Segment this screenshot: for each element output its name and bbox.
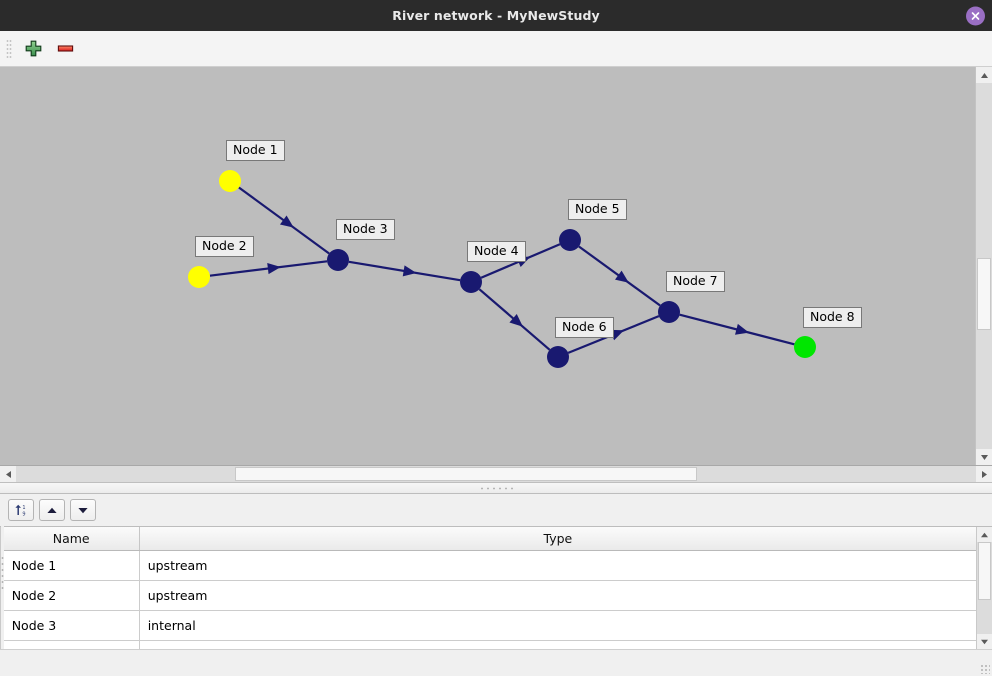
graph-node-label-node-5[interactable]: Node 5 <box>568 199 627 220</box>
plus-icon <box>25 40 41 57</box>
node-table-cell[interactable]: Node 3 <box>3 610 140 641</box>
graph-edge-arrow <box>279 215 294 228</box>
node-column-header[interactable]: Name <box>3 527 140 551</box>
arrow-down-icon <box>78 507 88 513</box>
close-button[interactable] <box>966 6 985 25</box>
graph-edge-arrow <box>402 265 417 277</box>
graph-node-node-5[interactable] <box>559 229 581 251</box>
close-icon <box>971 11 980 20</box>
node-table-scrollbar[interactable] <box>976 527 992 649</box>
graph-hscroll-thumb[interactable] <box>235 467 697 481</box>
graph-node-label-node-8[interactable]: Node 8 <box>803 307 862 328</box>
node-column-header[interactable]: Type <box>139 527 977 551</box>
svg-text:9: 9 <box>22 511 25 517</box>
chevron-right-icon <box>981 470 987 478</box>
node-table-cell[interactable]: Node 1 <box>3 550 140 581</box>
graph-horizontal-scrollbar[interactable] <box>0 466 992 483</box>
node-move-down-button[interactable] <box>69 499 96 521</box>
graph-edge-arrow <box>509 314 523 327</box>
sort-ascending-icon: 1 9 <box>15 504 25 517</box>
graph-vscroll-thumb[interactable] <box>977 258 991 330</box>
node-sort-button[interactable]: 1 9 <box>7 499 34 521</box>
node-table-cell[interactable]: upstream <box>139 580 977 611</box>
graph-node-node-6[interactable] <box>547 346 569 368</box>
scroll-up-button[interactable] <box>976 67 992 84</box>
graph-edge-arrow <box>615 270 629 283</box>
status-bar <box>0 649 992 676</box>
node-table-cell[interactable]: upstream <box>139 550 977 581</box>
minus-icon <box>57 45 73 52</box>
graph-edge-arrow <box>267 263 281 275</box>
river-network-graph[interactable]: Node 1 Node 2 Node 3 Node 4 Node 5 Node 6 Node… <box>0 67 992 466</box>
add-node-button[interactable] <box>17 34 49 64</box>
toolbar-drag-handle[interactable] <box>6 38 12 59</box>
chevron-up-icon <box>980 72 988 78</box>
node-move-up-button[interactable] <box>38 499 65 521</box>
remove-node-button[interactable] <box>49 34 81 64</box>
window-title: River network - MyNewStudy <box>392 8 600 23</box>
window-resize-grip[interactable] <box>980 664 990 674</box>
node-table-cell[interactable]: Node 4 <box>3 640 140 649</box>
node-table-cell[interactable]: internal <box>139 640 977 649</box>
graph-node-node-4[interactable] <box>460 271 482 293</box>
bottom-panes: 1 9 NameNode1No <box>0 494 992 649</box>
graph-node-node-1[interactable] <box>219 170 241 192</box>
graph-node-label-node-1[interactable]: Node 1 <box>226 140 285 161</box>
chevron-down-icon <box>980 454 988 460</box>
branch-table-scrollbar[interactable] <box>0 527 1 649</box>
graph-canvas[interactable]: Node 1 Node 2 Node 3 Node 4 Node 5 Node 6 Node… <box>0 67 992 465</box>
svg-text:1: 1 <box>22 505 25 511</box>
main-toolbar <box>0 31 992 67</box>
graph-node-node-7[interactable] <box>658 301 680 323</box>
node-scroll-down-button[interactable] <box>977 634 992 649</box>
arrow-up-icon <box>47 507 57 513</box>
node-toolbar: 1 9 <box>4 494 992 526</box>
scroll-left-button[interactable] <box>0 466 17 482</box>
graph-node-label-node-4[interactable]: Node 4 <box>467 241 526 262</box>
vertical-splitter[interactable] <box>0 494 4 649</box>
node-scroll-up-button[interactable] <box>977 527 992 542</box>
splitter-grip <box>479 486 513 490</box>
graph-vertical-scrollbar[interactable] <box>975 67 992 465</box>
chevron-up-icon <box>981 532 989 537</box>
graph-node-label-node-6[interactable]: Node 6 <box>555 317 614 338</box>
chevron-left-icon <box>5 470 11 478</box>
graph-node-label-node-2[interactable]: Node 2 <box>195 236 254 257</box>
node-scroll-track[interactable] <box>977 542 992 634</box>
title-bar: River network - MyNewStudy <box>0 0 992 31</box>
graph-node-node-2[interactable] <box>188 266 210 288</box>
scroll-right-button[interactable] <box>975 466 992 482</box>
node-table-cell[interactable]: internal <box>139 610 977 641</box>
splitter-grip <box>0 554 4 589</box>
node-table-cell[interactable]: Node 2 <box>3 580 140 611</box>
graph-node-node-3[interactable] <box>327 249 349 271</box>
scroll-down-button[interactable] <box>976 448 992 465</box>
graph-node-label-node-3[interactable]: Node 3 <box>336 219 395 240</box>
graph-node-node-8[interactable] <box>794 336 816 358</box>
graph-edge-arrow <box>735 323 750 335</box>
graph-vscroll-track[interactable] <box>976 83 992 449</box>
node-table-row[interactable]: Node 4internal <box>3 640 977 649</box>
horizontal-splitter[interactable] <box>0 483 992 494</box>
graph-svg <box>188 170 816 368</box>
graph-node-label-node-7[interactable]: Node 7 <box>666 271 725 292</box>
node-scroll-thumb[interactable] <box>978 542 992 600</box>
chevron-down-icon <box>981 639 989 644</box>
